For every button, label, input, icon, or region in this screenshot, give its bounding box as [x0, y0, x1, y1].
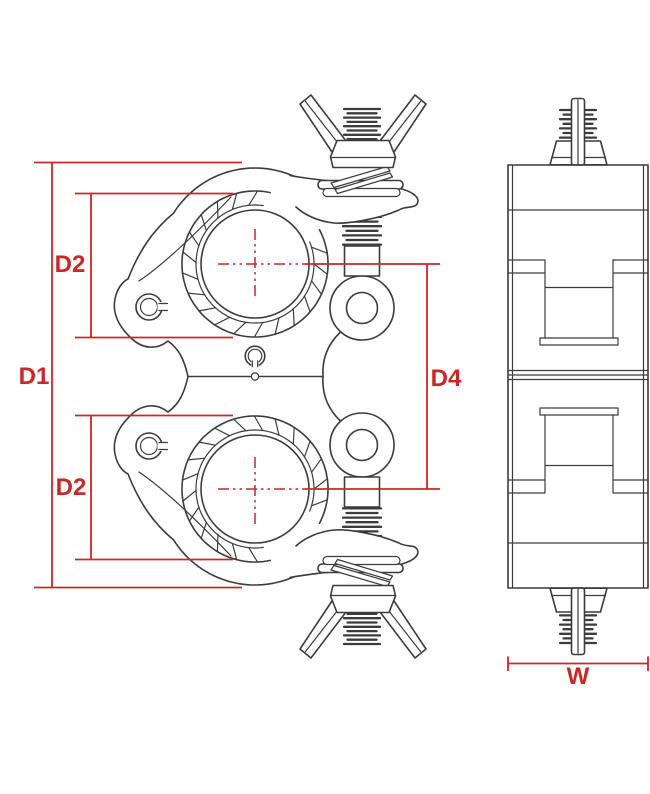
- dimension-d2-bottom: D2: [56, 414, 233, 561]
- center-screw: [244, 345, 266, 368]
- side-view-top-half: [507, 97, 649, 346]
- front-view-bottom-half: [113, 375, 440, 659]
- side-wing-bolt: [549, 97, 608, 166]
- pivot-lug: [329, 412, 395, 478]
- dimension-label-d2-bottom: D2: [56, 474, 87, 501]
- dimension-d1: D1: [19, 161, 242, 589]
- waist-fillet-right: [322, 375, 341, 422]
- side-view: [507, 97, 649, 656]
- side-view-body: [507, 164, 649, 589]
- dimension-w: W: [507, 656, 649, 690]
- wing-nut-body: [329, 139, 397, 169]
- wing-nut: [299, 94, 427, 169]
- side-step-lines: [507, 414, 649, 494]
- bolt-shank: [343, 476, 381, 508]
- dimension-d2-top: D2: [55, 192, 233, 339]
- side-middle-joint-lines: [507, 369, 649, 381]
- clamp-body-outline: [113, 375, 307, 586]
- wing-bolt-threads-upper: [342, 107, 382, 141]
- dimension-label-w: W: [567, 663, 590, 690]
- side-jaw-lip: [539, 407, 619, 416]
- side-jaw-lip: [539, 337, 619, 346]
- tube-centerlines: [218, 454, 440, 524]
- pivot-lug: [329, 275, 395, 341]
- wing-nut-body: [329, 584, 397, 614]
- front-view-center-parts: [187, 345, 324, 381]
- dimensions: D1 D2 D2 D4 W: [19, 161, 649, 690]
- wing-bolt-threads-upper: [342, 612, 382, 646]
- waist-fillet-right: [322, 331, 341, 378]
- body-web-line: [138, 196, 232, 282]
- body-web-line: [138, 471, 232, 557]
- side-view-bottom-half: [507, 407, 649, 656]
- hinge-rivet: [135, 293, 169, 321]
- hinge-rivet: [135, 432, 169, 460]
- side-body-outline: [507, 164, 649, 589]
- spring-washer: [330, 558, 394, 588]
- dimension-label-d1: D1: [19, 363, 50, 390]
- front-view: [113, 94, 440, 659]
- side-wing-bolt: [549, 587, 608, 656]
- front-view-top-half: [113, 94, 440, 378]
- tube-centerlines: [218, 229, 440, 299]
- dimension-label-d4: D4: [431, 365, 462, 392]
- dimension-label-d2-top: D2: [55, 251, 86, 278]
- dimension-d4: D4: [426, 264, 462, 489]
- clamp-body-outline: [113, 167, 307, 378]
- center-pin: [250, 372, 260, 381]
- wing-nut: [299, 584, 427, 659]
- bolt-shank: [343, 245, 381, 277]
- spring-washer: [330, 165, 394, 195]
- side-step-lines: [507, 259, 649, 339]
